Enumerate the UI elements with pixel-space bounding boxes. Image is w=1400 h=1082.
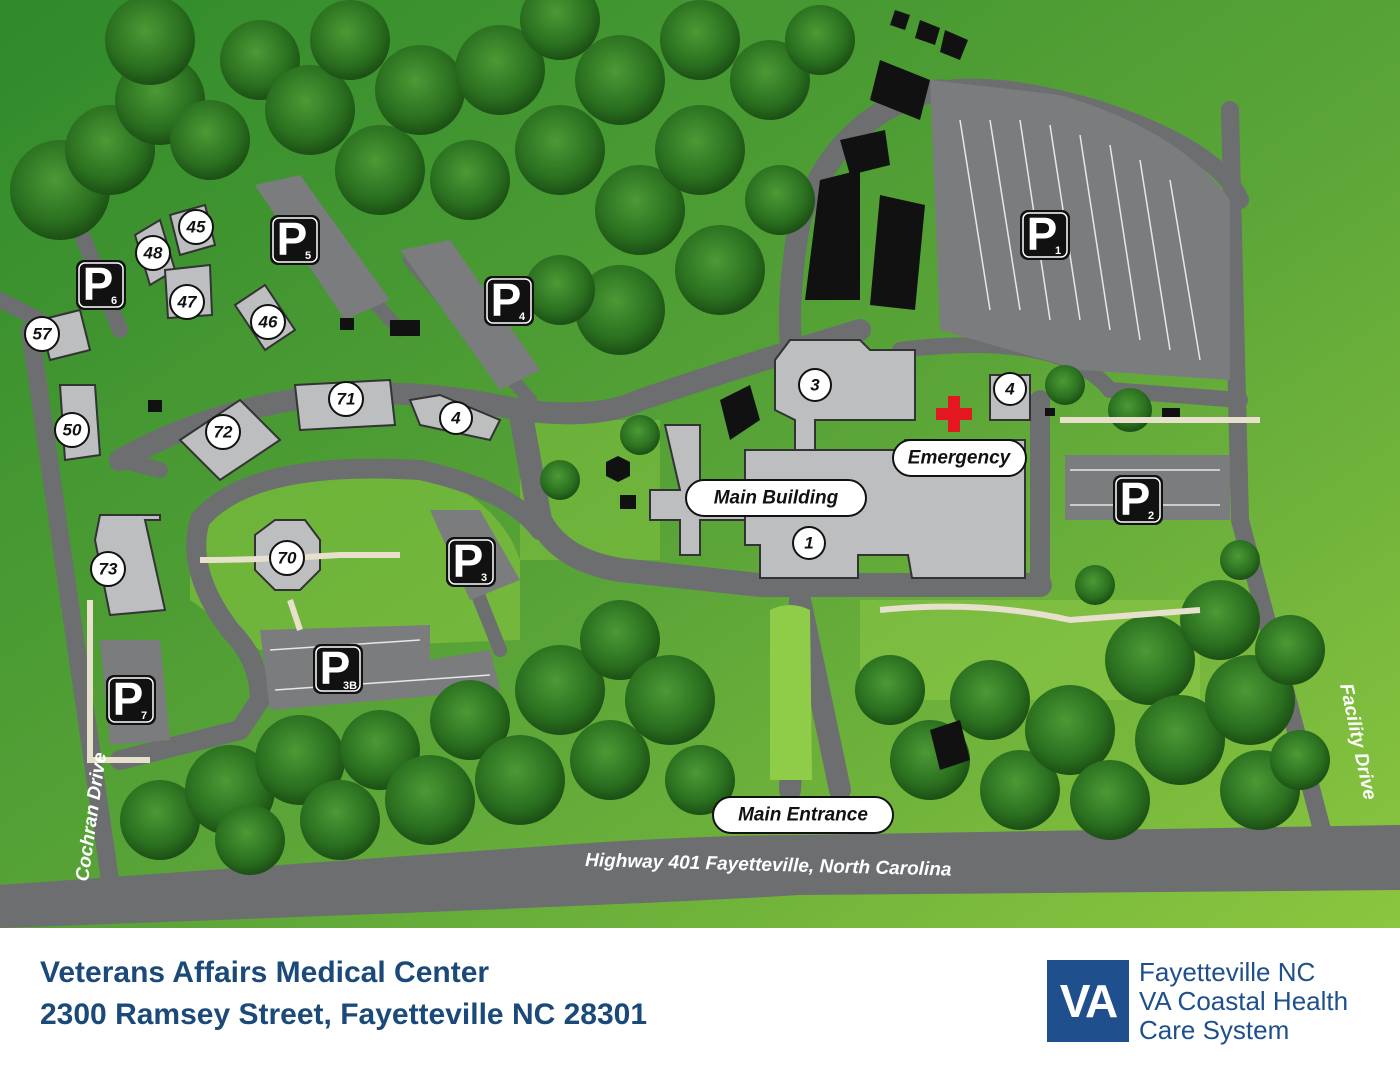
parking-signs: P1 P2 P3 P3B P4 P5 P6 P7	[76, 208, 1163, 725]
svg-text:4: 4	[519, 311, 526, 323]
building-71-marker[interactable]: 71	[328, 381, 364, 417]
campus-map-svg: 1 3 4 4 45 46 47 48 50 57 70 71 72 73 P1…	[0, 0, 1400, 928]
building-48-marker[interactable]: 48	[135, 235, 171, 271]
svg-text:47: 47	[177, 293, 198, 312]
parking-p3b-sign[interactable]: P3B	[313, 642, 363, 694]
building-4-west-marker[interactable]: 4	[439, 401, 473, 435]
emergency-cross-icon	[936, 396, 972, 432]
svg-text:5: 5	[305, 250, 311, 262]
parking-p7-sign[interactable]: P7	[106, 673, 156, 725]
building-markers: 1 3 4 4 45 46 47 48 50 57 70 71 72 73	[24, 209, 1027, 587]
svg-text:1: 1	[804, 534, 813, 553]
svg-text:6: 6	[111, 295, 117, 307]
svg-text:73: 73	[99, 560, 118, 579]
emergency-label[interactable]: Emergency	[892, 439, 1027, 477]
svg-text:71: 71	[337, 390, 356, 409]
building-46-marker[interactable]: 46	[250, 304, 286, 340]
svg-text:72: 72	[214, 423, 233, 442]
svg-text:70: 70	[278, 549, 297, 568]
svg-text:P: P	[453, 535, 484, 587]
svg-text:Main Building: Main Building	[714, 488, 839, 509]
svg-text:P: P	[83, 258, 114, 310]
va-system-line: Fayetteville NC	[1139, 957, 1316, 987]
svg-text:P: P	[320, 642, 351, 694]
building-57-marker[interactable]: 57	[24, 316, 60, 352]
highway-401	[0, 825, 1400, 928]
svg-text:3B: 3B	[343, 680, 357, 692]
building-73-marker[interactable]: 73	[90, 551, 126, 587]
parking-p2-sign[interactable]: P2	[1113, 473, 1163, 525]
building-72-marker[interactable]: 72	[205, 414, 241, 450]
svg-text:P: P	[491, 274, 522, 326]
svg-text:46: 46	[258, 313, 278, 332]
parking-p4-sign[interactable]: P4	[484, 274, 534, 326]
building-4-east-marker[interactable]: 4	[993, 372, 1027, 406]
main-building-label[interactable]: Main Building	[685, 479, 867, 517]
building-70-marker[interactable]: 70	[269, 540, 305, 576]
building-45-marker[interactable]: 45	[178, 209, 214, 245]
svg-text:57: 57	[33, 325, 53, 344]
svg-text:4: 4	[1004, 380, 1015, 399]
svg-text:1: 1	[1055, 245, 1061, 257]
svg-text:Main Entrance: Main Entrance	[738, 805, 868, 826]
svg-text:3: 3	[481, 572, 487, 584]
facility-address: 2300 Ramsey Street, Fayetteville NC 2830…	[40, 998, 648, 1031]
svg-text:4: 4	[450, 409, 461, 428]
svg-text:Emergency: Emergency	[908, 448, 1012, 469]
entrance-median	[770, 605, 812, 780]
svg-text:P: P	[1120, 473, 1151, 525]
parking-p1-sign[interactable]: P1	[1020, 208, 1070, 260]
parking-p5-sign[interactable]: P5	[270, 213, 320, 265]
svg-text:50: 50	[63, 421, 82, 440]
building-47-marker[interactable]: 47	[169, 284, 205, 320]
footer: Veterans Affairs Medical Center 2300 Ram…	[0, 928, 1400, 1082]
va-system-name: Fayetteville NC VA Coastal Health Care S…	[1139, 958, 1348, 1045]
building-1-marker[interactable]: 1	[792, 526, 826, 560]
svg-text:P: P	[1027, 208, 1058, 260]
tree-cluster	[855, 580, 1330, 840]
building-50-marker[interactable]: 50	[54, 412, 90, 448]
svg-text:P: P	[113, 673, 144, 725]
main-entrance-label[interactable]: Main Entrance	[712, 796, 894, 834]
tree-cluster	[10, 0, 855, 355]
tree-cluster	[120, 600, 735, 875]
building-3-marker[interactable]: 3	[798, 368, 832, 402]
svg-text:48: 48	[143, 244, 163, 263]
svg-text:3: 3	[810, 376, 820, 395]
va-system-line: Care System	[1139, 1015, 1290, 1045]
facility-name: Veterans Affairs Medical Center	[40, 956, 490, 989]
parking-p3-sign[interactable]: P3	[446, 535, 496, 587]
va-system-line: VA Coastal Health	[1139, 986, 1349, 1016]
service-structures	[148, 10, 1180, 770]
svg-text:2: 2	[1148, 510, 1154, 522]
va-logo-icon: VA	[1047, 960, 1129, 1042]
tree	[540, 365, 1260, 605]
svg-text:P: P	[277, 213, 308, 265]
parking-p6-sign[interactable]: P6	[76, 258, 126, 310]
svg-text:7: 7	[141, 710, 147, 722]
svg-text:45: 45	[186, 218, 206, 237]
